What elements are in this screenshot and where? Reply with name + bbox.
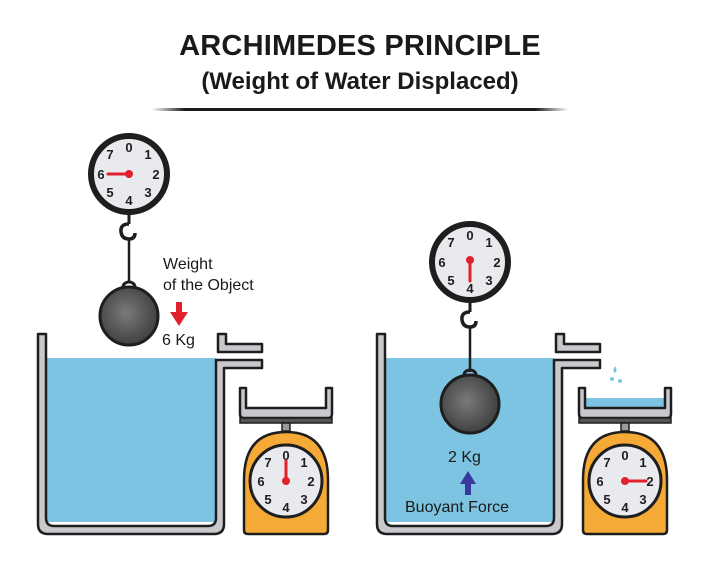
svg-text:1: 1 <box>639 455 646 470</box>
svg-text:0: 0 <box>282 448 289 463</box>
svg-text:5: 5 <box>106 185 113 200</box>
svg-text:2: 2 <box>152 167 159 182</box>
svg-text:7: 7 <box>106 147 113 162</box>
buoyant-up-arrow <box>460 471 476 495</box>
buoyant-value: 2 Kg <box>448 449 481 466</box>
left-spring-scale: 0 1 2 3 4 5 6 7 <box>88 133 170 283</box>
weight-value: 6 Kg <box>162 332 195 349</box>
svg-text:3: 3 <box>639 492 646 507</box>
left-tank-water <box>46 358 216 522</box>
svg-text:2: 2 <box>493 255 500 270</box>
right-setup: 0 1 2 3 4 5 6 7 <box>375 221 673 536</box>
weight-down-arrow <box>170 302 188 326</box>
svg-text:4: 4 <box>466 281 474 296</box>
svg-text:5: 5 <box>447 273 454 288</box>
buoyant-label: Buoyant Force <box>405 499 510 516</box>
left-tank-wall <box>36 332 264 536</box>
water-drops <box>610 366 622 383</box>
svg-text:5: 5 <box>264 492 271 507</box>
svg-text:5: 5 <box>603 492 610 507</box>
svg-text:2: 2 <box>307 474 314 489</box>
right-tank-wall <box>375 332 602 536</box>
svg-text:3: 3 <box>485 273 492 288</box>
svg-text:7: 7 <box>264 455 271 470</box>
svg-text:3: 3 <box>300 492 307 507</box>
diagram-subtitle: (Weight of Water Displaced) <box>201 68 519 95</box>
svg-text:7: 7 <box>447 235 454 250</box>
right-kitchen-scale: 0 1 2 3 4 5 6 7 <box>577 386 673 536</box>
svg-text:1: 1 <box>300 455 307 470</box>
svg-text:6: 6 <box>438 255 445 270</box>
right-object-ball <box>439 368 501 435</box>
svg-text:3: 3 <box>144 185 151 200</box>
svg-text:4: 4 <box>282 500 290 515</box>
right-tank-spout <box>554 332 602 354</box>
svg-text:4: 4 <box>125 193 133 208</box>
svg-text:0: 0 <box>125 140 132 155</box>
left-tank-spout <box>216 332 264 354</box>
svg-text:1: 1 <box>144 147 151 162</box>
right-spring-scale: 0 1 2 3 4 5 6 7 <box>429 221 511 372</box>
svg-text:2: 2 <box>646 474 653 489</box>
svg-text:7: 7 <box>603 455 610 470</box>
left-kitchen-scale: 0 1 2 3 4 5 6 7 <box>238 386 334 536</box>
svg-text:1: 1 <box>485 235 492 250</box>
diagram-title: ARCHIMEDES PRINCIPLE <box>179 30 541 62</box>
svg-text:6: 6 <box>97 167 104 182</box>
svg-text:6: 6 <box>257 474 264 489</box>
svg-text:6: 6 <box>596 474 603 489</box>
svg-text:0: 0 <box>466 228 473 243</box>
svg-text:4: 4 <box>621 500 629 515</box>
title-underline <box>152 108 568 111</box>
svg-text:0: 0 <box>621 448 628 463</box>
weight-label-line1: Weight <box>163 256 213 273</box>
left-setup: 0 1 2 3 4 5 6 7 0 1 <box>36 133 334 536</box>
weight-label-line2: of the Object <box>163 277 254 294</box>
left-object-ball <box>98 280 160 347</box>
